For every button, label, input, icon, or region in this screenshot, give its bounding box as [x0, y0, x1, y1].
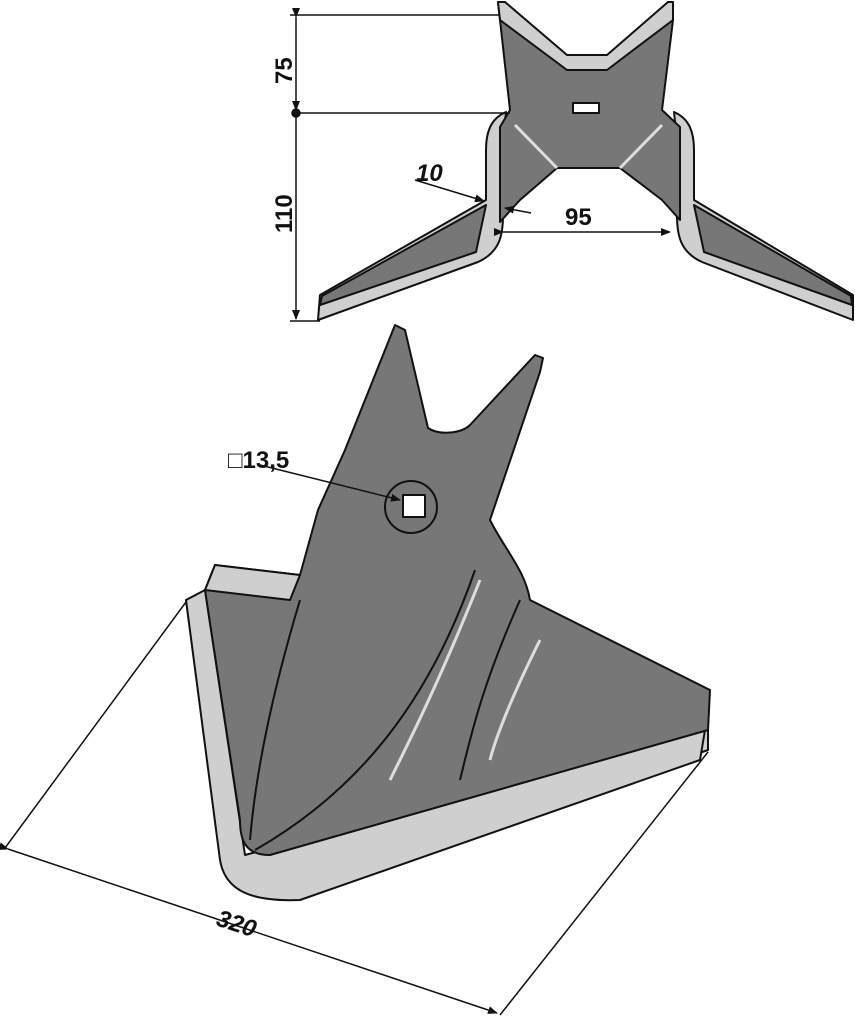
slot-hole: [572, 102, 600, 114]
top-view: [317, 1, 854, 321]
dim-square-hole: □13,5: [228, 447, 289, 474]
dim-110: 110: [271, 194, 298, 233]
left-panel-edge: [204, 564, 301, 601]
left-wing: [317, 111, 507, 321]
dim-10: 10: [416, 160, 443, 187]
right-wing-face: [693, 204, 853, 306]
top-dimension-lines: [290, 8, 671, 322]
blade-body: [204, 324, 711, 856]
left-wing-face: [319, 204, 487, 306]
square-hole: [402, 494, 426, 518]
dim-320: 320: [213, 905, 260, 943]
main-dimension-lines: [0, 464, 709, 1016]
dim-95: 95: [565, 204, 592, 231]
top-edge: [497, 1, 674, 71]
main-view: [185, 324, 711, 902]
dim-75: 75: [271, 57, 298, 84]
right-wing: [673, 111, 854, 321]
